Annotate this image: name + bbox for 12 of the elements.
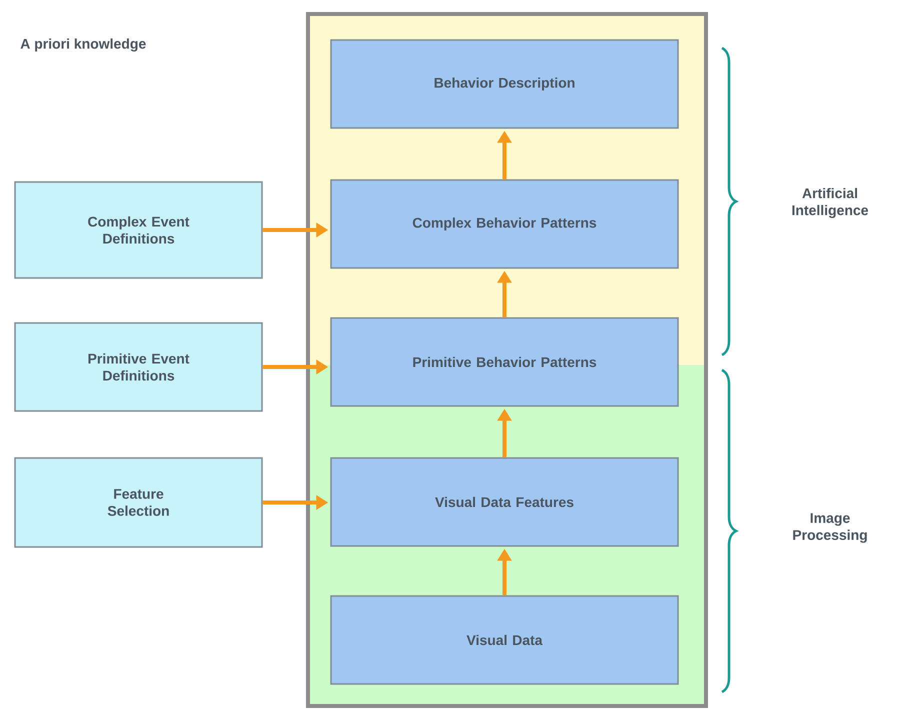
process-box: Visual Data [330,595,679,685]
input-box: Complex Event Definitions [14,181,263,279]
frame-box [306,12,708,708]
process-box: Primitive Behavior Patterns [330,317,679,407]
input-box: Primitive Event Definitions [14,322,263,412]
process-box: Behavior Description [330,39,679,129]
process-box: Complex Behavior Patterns [330,179,679,269]
annotation-text: A priori knowledge [20,38,146,52]
annotation-text: Image Processing [793,513,867,543]
input-box: Feature Selection [14,457,263,548]
process-box: Visual Data Features [330,457,679,547]
annotation-text: Artificial Intelligence [792,188,868,218]
